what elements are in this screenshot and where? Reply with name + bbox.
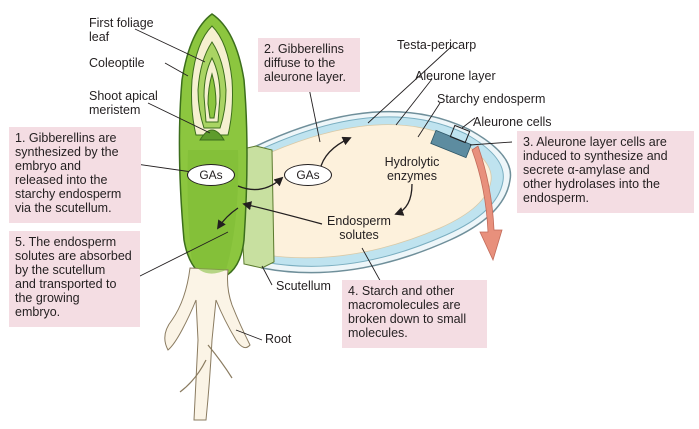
shoot-apical-meristem-shape (199, 129, 225, 141)
gas-oval-left: GAs (187, 164, 235, 186)
step-3-box: 3. Aleurone layer cells are induced to s… (517, 131, 694, 213)
arrow-solutes-to-embryo (242, 201, 323, 225)
starchy-endosperm-shape (257, 124, 492, 259)
leader-lines (121, 28, 513, 341)
root-system-shape (164, 267, 251, 421)
label-shoot-apical-meristem: Shoot apical meristem (89, 89, 158, 117)
step-1-box: 1. Gibberellins are synthesized by the e… (9, 127, 141, 223)
step-5-box: 5. The endosperm solutes are absorbed by… (9, 231, 140, 327)
arrow-enzymes-to-solutes (394, 183, 413, 216)
label-hydrolytic-enzymes: Hydrolytic enzymes (384, 155, 440, 183)
seed-grain (247, 110, 512, 274)
arrow-embryo-to-seedling (216, 207, 239, 230)
label-starchy-endosperm: Starchy endosperm (437, 92, 546, 106)
label-aleurone-layer: Aleurone layer (415, 69, 496, 83)
label-scutellum: Scutellum (276, 279, 331, 293)
arrow-gas-to-gas (237, 176, 284, 191)
label-coleoptile: Coleoptile (89, 56, 145, 70)
secretion-arrow (471, 145, 503, 262)
aleurone-cells-detail (430, 124, 472, 159)
step-4-box: 4. Starch and other macromolecules are b… (342, 280, 487, 348)
label-root: Root (265, 332, 292, 346)
label-aleurone-cells: Aleurone cells (473, 115, 552, 129)
label-first-foliage-leaf: First foliage leaf (89, 16, 154, 44)
step-2-box: 2. Gibberellins diffuse to the aleurone … (258, 38, 360, 92)
gas-oval-right: GAs (284, 164, 332, 186)
label-endosperm-solutes: Endosperm solutes (327, 214, 391, 242)
label-testa-pericarp: Testa-pericarp (397, 38, 477, 52)
